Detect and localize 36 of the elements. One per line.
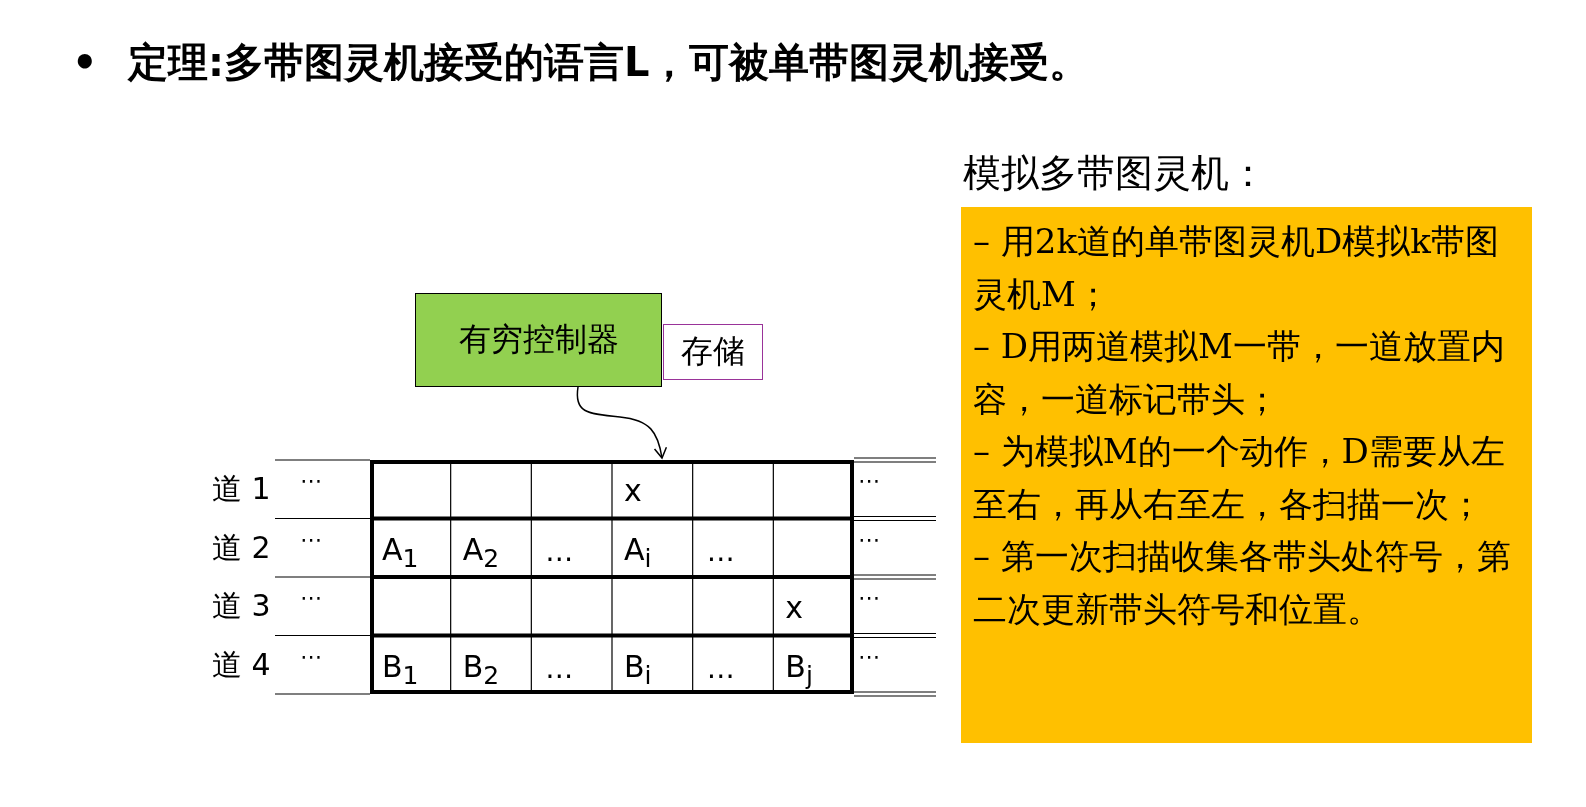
ellipsis-mark: ⋯: [300, 526, 322, 553]
ellipsis-mark: ⋯: [300, 468, 322, 494]
ellipsis-mark: …: [706, 533, 735, 570]
panel-heading: 模拟多带图灵机：: [963, 150, 1267, 197]
title: 定理:多带图灵机接受的语言L，可被单带图灵机接受。: [128, 38, 1090, 87]
cell-text: x: [785, 589, 804, 627]
ellipsis-mark: ⋯: [858, 585, 880, 611]
bullet-mark: •: [72, 38, 98, 87]
storage-box: 存储: [663, 324, 763, 380]
ellipsis-mark: ⋯: [858, 468, 880, 494]
cell-text: B$_{1}$: [382, 647, 419, 692]
ellipsis-mark: …: [545, 533, 574, 570]
ellipsis-mark: …: [545, 650, 574, 687]
cell-text: B$_{j}$: [785, 647, 813, 692]
bullet-text: – 用2k道的单带图灵机D模拟k带图灵机M；: [973, 220, 1500, 316]
ellipsis-mark: ⋯: [300, 643, 322, 670]
bullet-text: – 第一次扫描收集各带头处符号，第二次更新带头符号和位置。: [973, 535, 1512, 631]
ellipsis-mark: ⋯: [858, 643, 880, 670]
arrow: [576, 386, 667, 459]
tape-grid: [370, 460, 854, 694]
cell-text: B$_{i}$: [624, 647, 652, 692]
bullet-text: – 为模拟M的一个动作，D需要从左至右，再从右至左，各扫描一次；: [973, 430, 1506, 526]
controller-box: 有穷控制器: [415, 293, 662, 387]
track-label: 道 2: [212, 528, 271, 567]
cell-text: B$_{2}$: [462, 647, 500, 692]
bullet-text: – D用两道模拟M一带，一道放置内容，一道标记带头；: [973, 325, 1506, 421]
cell-text: A$_{2}$: [462, 530, 500, 575]
track-label: 道 1: [212, 470, 271, 508]
ellipsis-mark: ⋯: [858, 526, 880, 553]
track-label: 道 4: [212, 645, 271, 684]
cell-text: x: [624, 472, 642, 510]
track-label: 道 3: [212, 587, 271, 625]
ellipsis-mark: …: [706, 650, 735, 687]
cell-text: A$_{1}$: [382, 530, 419, 575]
cell-text: A$_{i}$: [624, 530, 652, 575]
ellipsis-mark: ⋯: [300, 585, 322, 611]
